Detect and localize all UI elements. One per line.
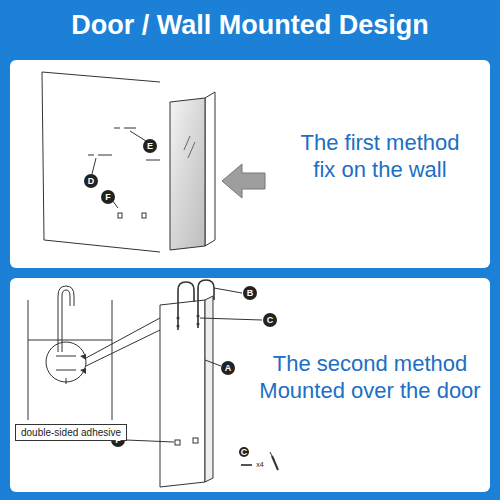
method-text: The first method fix on the wall	[290, 129, 470, 183]
adhesive-note: double-sided adhesive	[15, 424, 127, 441]
callout-letter: D	[88, 176, 95, 186]
quantity-label: x4	[256, 461, 263, 469]
callout-letter: E	[147, 141, 153, 151]
note-text: double-sided adhesive	[21, 427, 121, 438]
method-panel: The second method Mounted over the door d…	[10, 278, 490, 492]
title: Door / Wall Mounted Design	[0, 10, 500, 41]
callout-letter: C	[267, 315, 274, 325]
callout-letter: A	[225, 363, 232, 373]
method-text: The second method Mounted over the door	[252, 350, 488, 404]
callout-letter: C	[241, 447, 248, 457]
callout-letter: B	[247, 288, 254, 298]
method-panel: The first method fix on the wall	[10, 60, 490, 268]
callout-letter: F	[115, 435, 121, 445]
callout-letter: F	[105, 192, 111, 202]
